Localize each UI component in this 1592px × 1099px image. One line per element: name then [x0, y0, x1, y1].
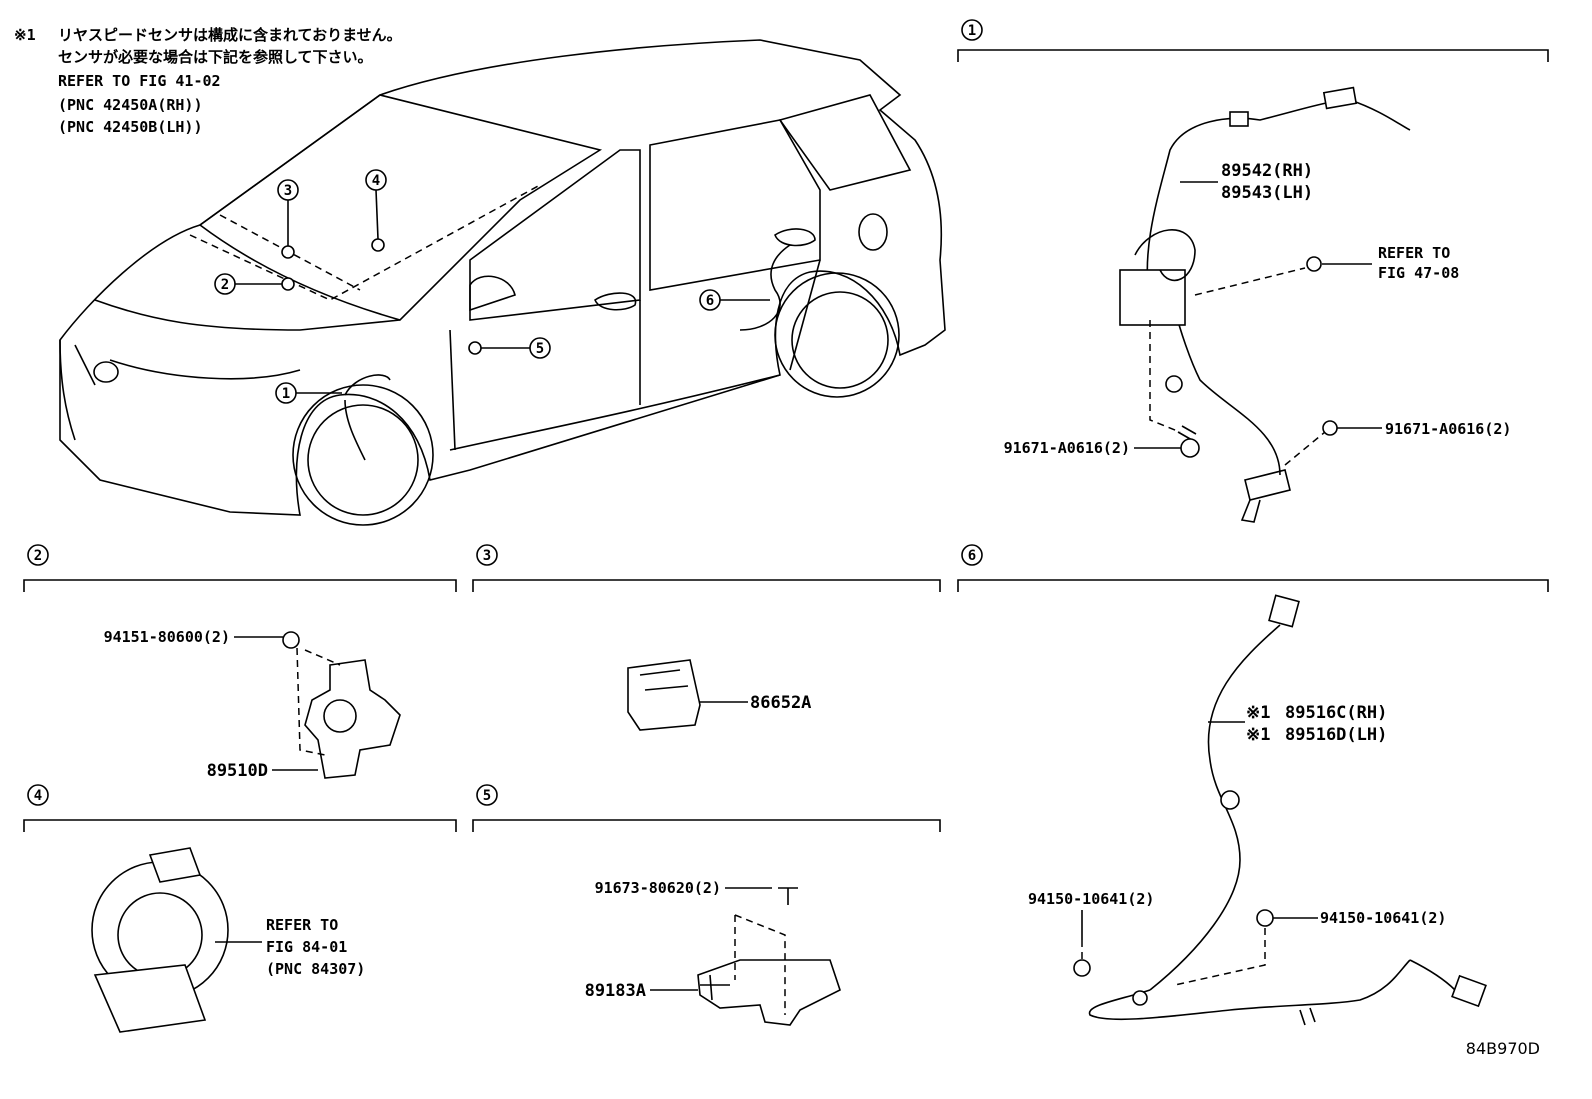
- panel-3-number: 3: [483, 548, 491, 564]
- svg-text:3: 3: [284, 183, 292, 199]
- note-block: ※1 リヤスピードセンサは構成に含まれておりません。 センサが必要な場合は下記を…: [14, 26, 402, 136]
- callout-5: 5: [481, 337, 551, 359]
- panel-4-ref-2: FIG 84-01: [266, 938, 347, 956]
- panel-2-number: 2: [34, 548, 42, 564]
- panel-4-number: 4: [34, 788, 42, 804]
- panel-6: 6 ※1 89516C(RH) ※1 89516D(LH) 94150-1064…: [957, 544, 1549, 1026]
- note-line-5: (PNC 42450B(LH)): [58, 118, 203, 136]
- panel-5-bolt: 91673-80620(2): [595, 879, 721, 897]
- panel-3: 3 86652A: [472, 544, 941, 731]
- panel-4-ref-3: (PNC 84307): [266, 960, 365, 978]
- panel-2-nut: 94151-80600(2): [104, 628, 230, 646]
- car-illustration: [59, 39, 946, 526]
- callout-4: 4: [365, 169, 387, 240]
- panel-1-part-rh: 89542(RH): [1221, 161, 1313, 181]
- note-mark: ※1: [14, 26, 36, 44]
- panel-5: 5 91673-80620(2) 89183A: [472, 784, 941, 1026]
- panel-6-part-rh: 89516C(RH): [1285, 703, 1387, 723]
- note-line-4: (PNC 42450A(RH)): [58, 96, 203, 114]
- panel-1-bolt-right: 91671-A0616(2): [1385, 420, 1511, 438]
- panel-1-bolt-left: 91671-A0616(2): [1004, 439, 1130, 457]
- svg-text:4: 4: [372, 173, 380, 189]
- panel-1-ref-2: FIG 47-08: [1378, 264, 1459, 282]
- panel-5-number: 5: [483, 788, 491, 804]
- panel-6-clip-left: 94150-10641(2): [1028, 890, 1154, 908]
- svg-text:1: 1: [282, 386, 290, 402]
- panel-1-part-lh: 89543(LH): [1221, 183, 1313, 203]
- panel-1-number: 1: [968, 23, 976, 39]
- callout-3: 3: [277, 179, 299, 246]
- panel-2-part: 89510D: [207, 761, 268, 781]
- panel-6-mark-lh: ※1: [1246, 725, 1270, 745]
- note-line-2: センサが必要な場合は下記を参照して下さい。: [58, 48, 373, 66]
- panel-5-part: 89183A: [585, 981, 646, 1001]
- panel-6-part-lh: 89516D(LH): [1285, 725, 1387, 745]
- panel-4: 4 REFER TO FIG 84-01 (PNC 84307): [23, 784, 457, 1033]
- callout-1: 1: [275, 382, 342, 404]
- panel-3-part: 86652A: [750, 693, 811, 713]
- panel-2: 2 94151-80600(2) 89510D: [23, 544, 457, 781]
- panel-6-mark-rh: ※1: [1246, 703, 1270, 723]
- panel-6-clip-right: 94150-10641(2): [1320, 909, 1446, 927]
- svg-text:5: 5: [536, 341, 544, 357]
- callout-6: 6: [699, 289, 770, 311]
- callout-2: 2: [214, 273, 282, 295]
- note-line-3: REFER TO FIG 41-02: [58, 72, 221, 90]
- svg-text:2: 2: [221, 277, 229, 293]
- figure-id: 84B970D: [1466, 1039, 1540, 1058]
- panel-1: 1 89542(RH) 89543(LH) REFER TO FIG 47-08…: [957, 19, 1549, 523]
- panel-4-ref-1: REFER TO: [266, 916, 338, 934]
- panel-1-ref-1: REFER TO: [1378, 244, 1450, 262]
- svg-text:6: 6: [706, 293, 714, 309]
- note-line-1: リヤスピードセンサは構成に含まれておりません。: [58, 26, 402, 44]
- panel-6-number: 6: [968, 548, 976, 564]
